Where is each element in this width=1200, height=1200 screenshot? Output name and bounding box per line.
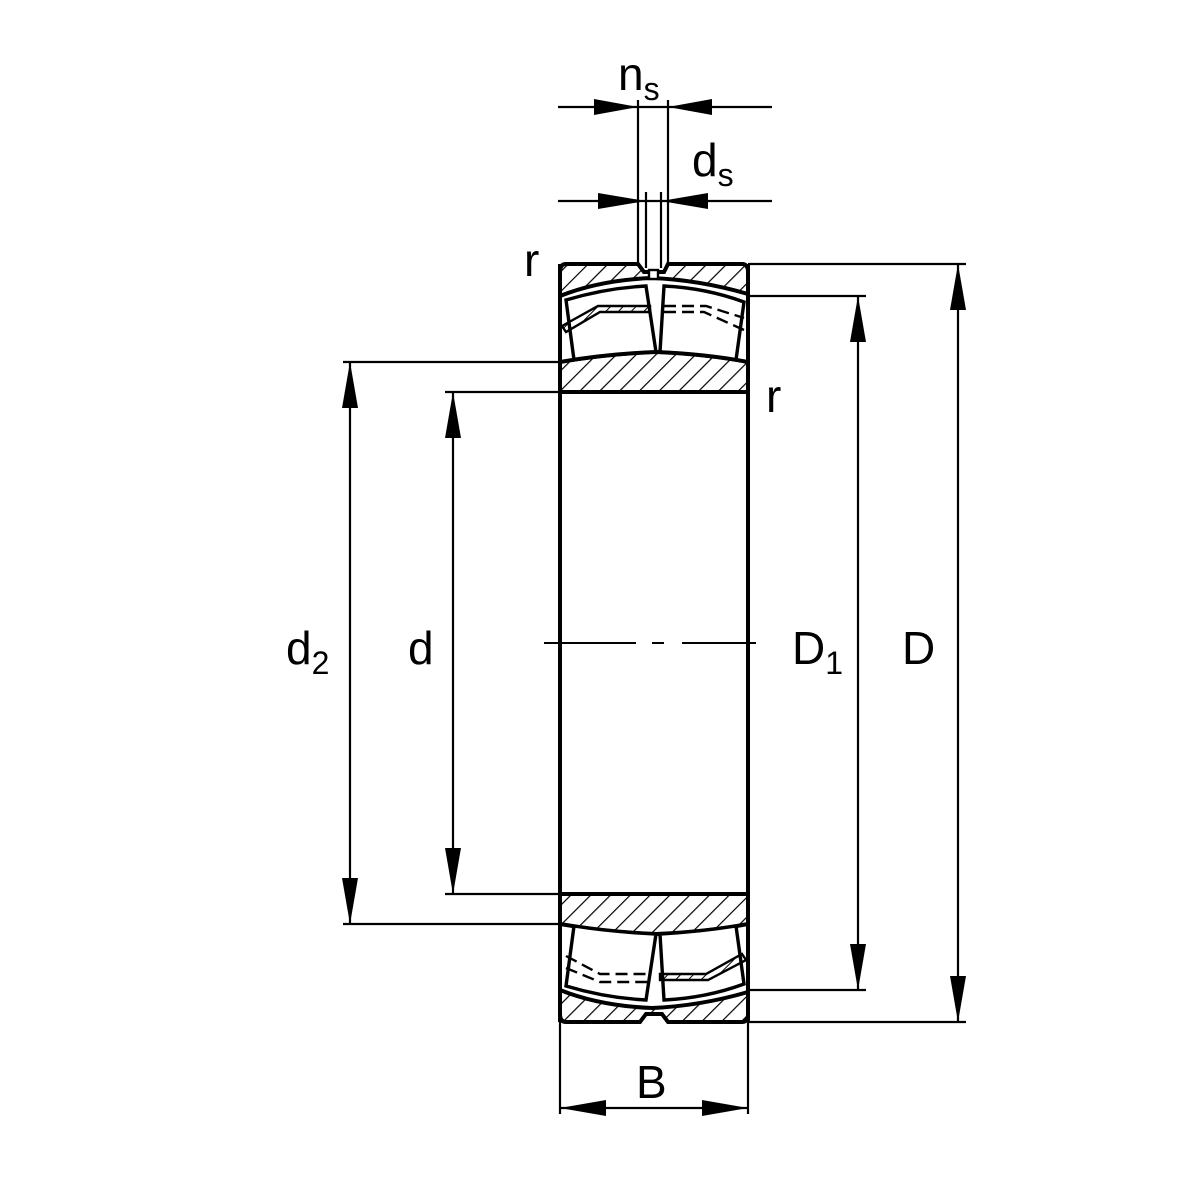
label-r-top: r	[524, 234, 539, 286]
bottom-section	[558, 892, 750, 1024]
lube-hole-top	[647, 268, 660, 281]
roller-left-bottom	[564, 924, 658, 1002]
label-B: B	[636, 1056, 667, 1108]
label-r-right: r	[766, 370, 781, 422]
roller-right-bottom	[658, 924, 746, 1002]
d2-dimension	[342, 360, 560, 926]
inner-ring-top	[558, 349, 750, 394]
B-dimension	[558, 1022, 750, 1116]
label-ds: ds	[692, 134, 734, 193]
outer-ring-bottom	[558, 987, 750, 1024]
label-D: D	[902, 622, 935, 674]
ns-dimension	[558, 99, 772, 264]
label-D1: D1	[792, 622, 843, 681]
roller-right-top	[658, 284, 746, 362]
D-dimension	[748, 262, 966, 1024]
ds-dimension	[558, 192, 772, 268]
label-d: d	[408, 622, 434, 674]
top-section	[558, 262, 750, 394]
D1-dimension	[748, 294, 866, 992]
cage-top	[560, 304, 652, 334]
d-dimension	[445, 390, 560, 896]
label-d2: d2	[286, 622, 329, 681]
label-ns: ns	[618, 48, 660, 107]
